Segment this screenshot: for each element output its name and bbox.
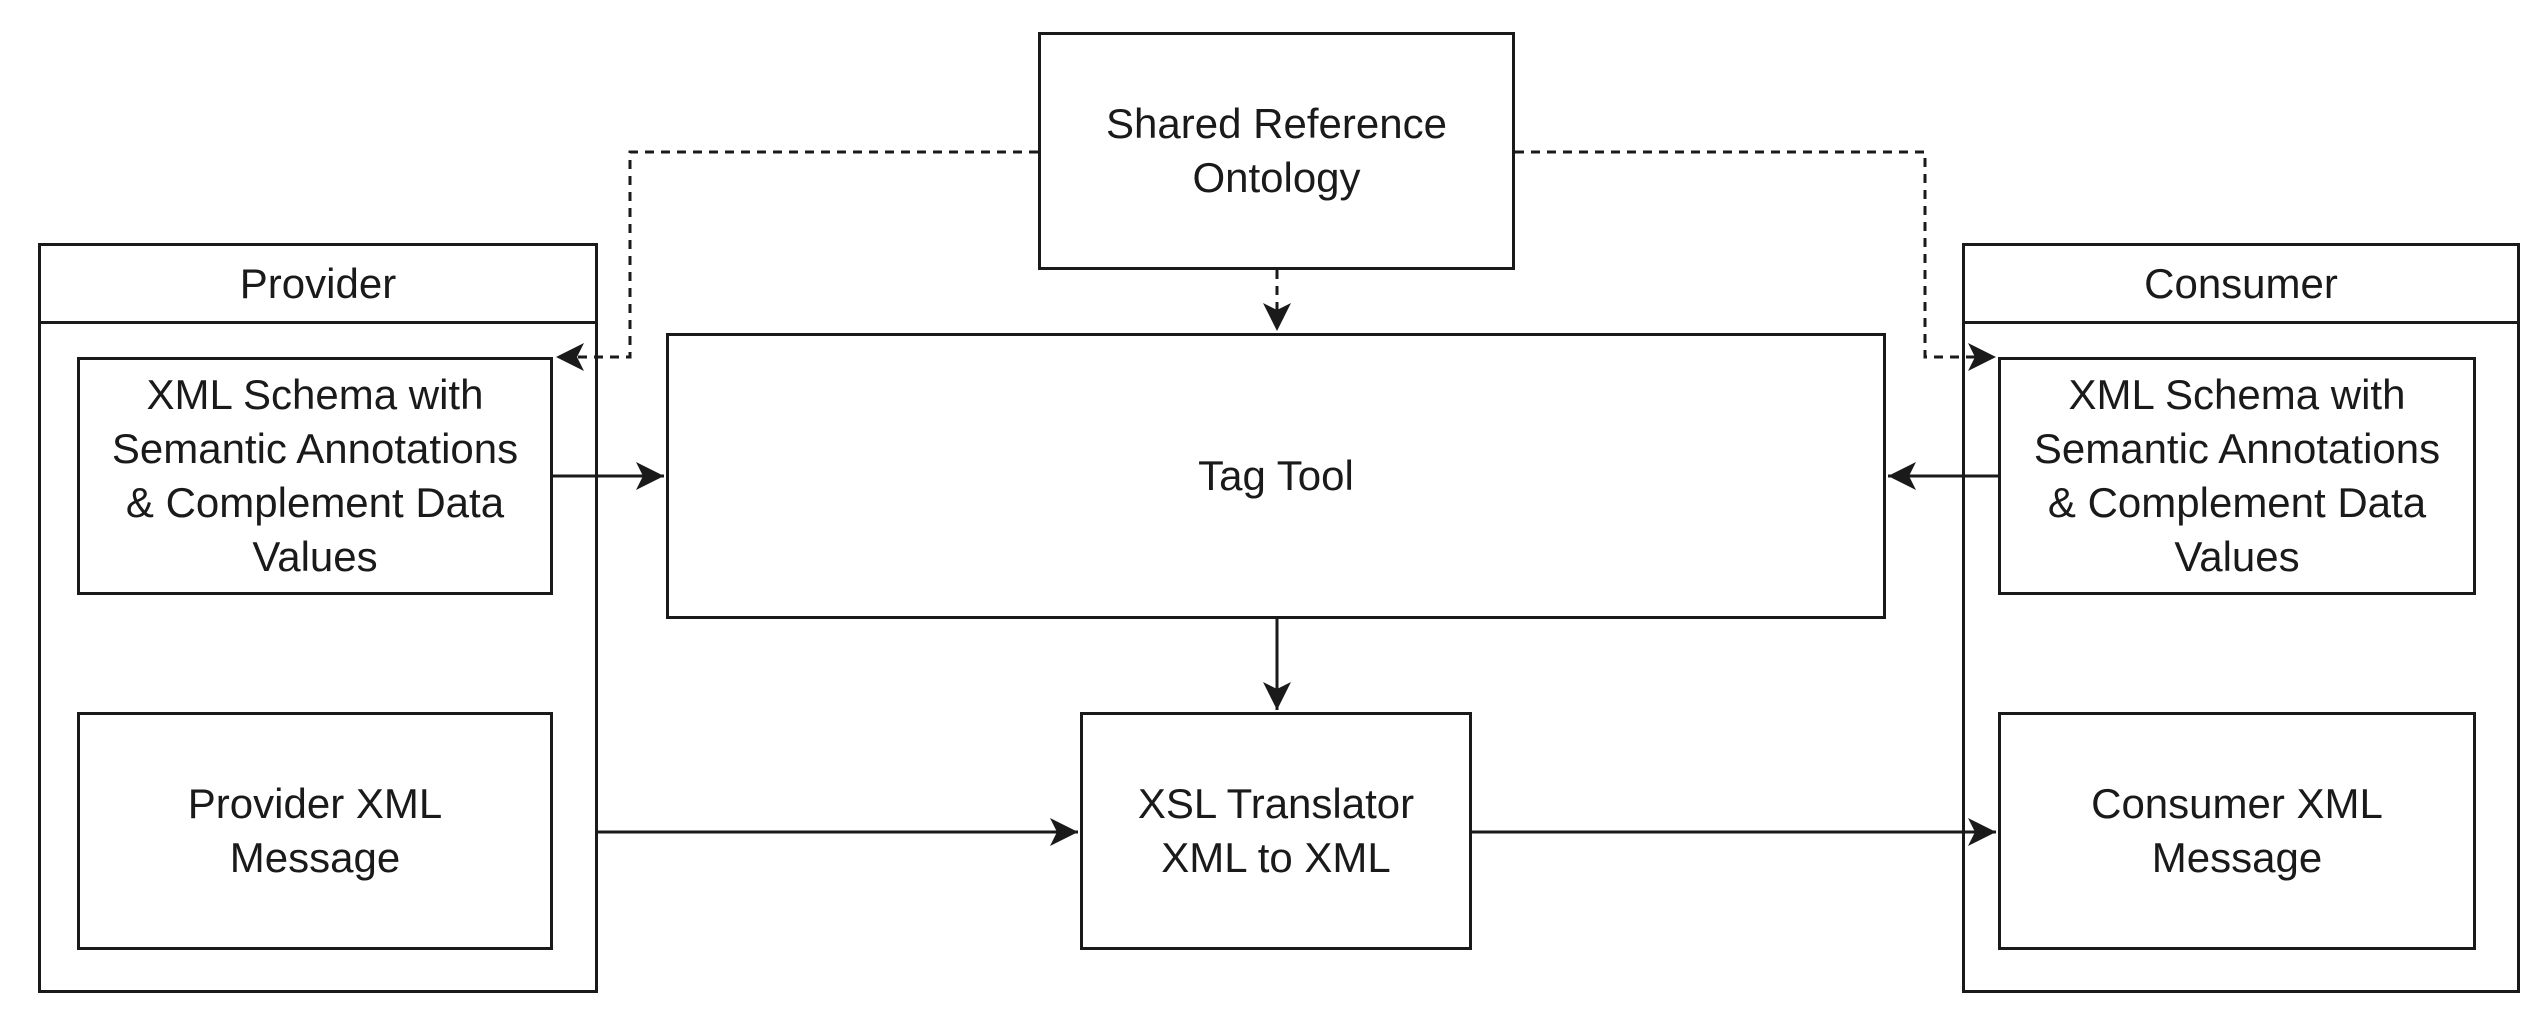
tag-tool-box: Tag Tool [666,333,1886,619]
xsl-translator-box: XSL Translator XML to XML [1080,712,1472,950]
shared-reference-ontology-label: Shared Reference Ontology [1106,100,1447,201]
consumer-schema-label: XML Schema with Semantic Annotations & C… [2033,371,2441,580]
consumer-schema-box: XML Schema with Semantic Annotations & C… [1998,357,2476,595]
provider-schema-label: XML Schema with Semantic Annotations & C… [111,371,519,580]
tag-tool-label: Tag Tool [1198,452,1354,499]
provider-container: Provider [38,243,598,993]
provider-message-label: Provider XML Message [187,780,443,881]
ontology-to-consumer-dashed-arrow [1515,150,1996,371]
consumer-container: Consumer [1962,243,2520,993]
xsl-translator-label: XSL Translator XML to XML [1137,780,1415,881]
provider-schema-box: XML Schema with Semantic Annotations & C… [77,357,553,595]
provider-title: Provider [41,246,595,324]
ontology-to-provider-dashed-arrow [556,150,1038,371]
provider-message-box: Provider XML Message [77,712,553,950]
consumer-title: Consumer [1965,246,2517,324]
consumer-message-box: Consumer XML Message [1998,712,2476,950]
shared-reference-ontology-box: Shared Reference Ontology [1038,32,1515,270]
consumer-message-label: Consumer XML Message [2091,780,2383,881]
